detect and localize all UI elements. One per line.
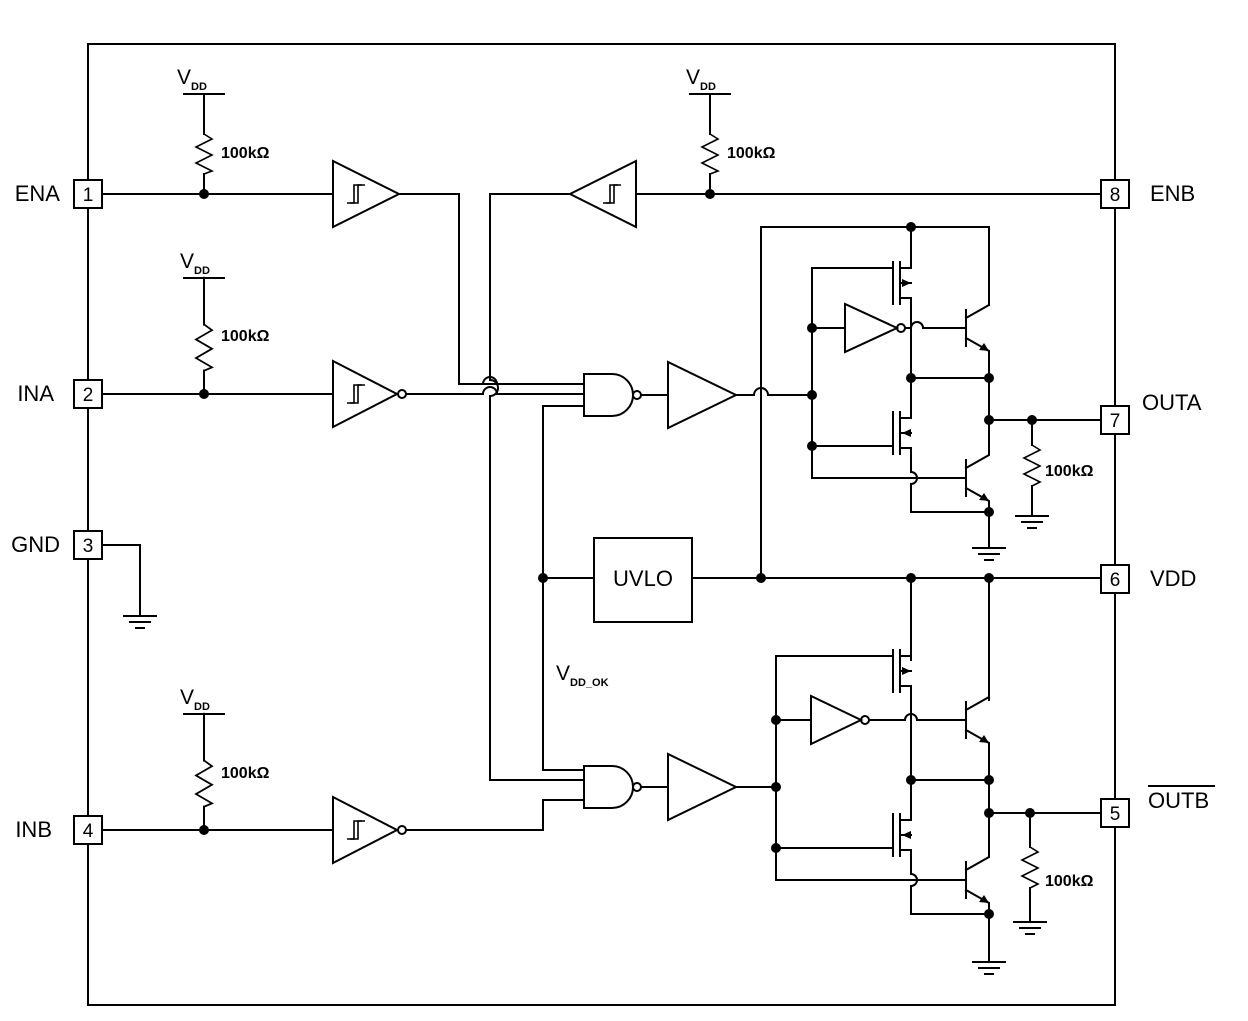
pullup-inb: VDD 100kΩ <box>180 686 270 835</box>
schmitt-inverter-ina <box>332 359 407 429</box>
driver-buffer-a <box>667 360 739 430</box>
output-stage-a: 100kΩ <box>807 226 1102 561</box>
pullup-ena: VDD 100kΩ <box>177 66 270 199</box>
pin-name: VDD <box>1150 566 1196 591</box>
pin-1-ena: 1 ENA <box>15 179 103 209</box>
pin-7-outa: 7 OUTA <box>1100 390 1202 435</box>
resistor-value: 100kΩ <box>221 765 270 782</box>
ground-symbol <box>123 615 157 629</box>
pin-name: OUTB <box>1148 788 1209 813</box>
pin-2-ina: 2 INA <box>17 379 103 409</box>
pin-number: 8 <box>1110 185 1121 206</box>
gnd-wire <box>101 544 141 615</box>
uvlo-label: UVLO <box>613 566 673 591</box>
pin-name: INA <box>17 381 54 406</box>
pin-number: 3 <box>83 536 94 557</box>
driver-buffer-b <box>667 752 739 822</box>
pin-number: 7 <box>1110 411 1121 432</box>
nand-gate-b <box>583 765 642 809</box>
vdd-label: VDD <box>180 250 210 277</box>
pin-name: GND <box>11 532 60 557</box>
package-outline <box>87 43 1116 1006</box>
schmitt-buffer-enb <box>567 159 637 229</box>
resistor-value: 100kΩ <box>221 328 270 345</box>
pin-4-inb: 4 INB <box>15 815 103 845</box>
pin-number: 6 <box>1110 570 1121 591</box>
vdd-label: VDD <box>177 66 207 93</box>
resistor-value: 100kΩ <box>221 145 270 162</box>
pin-name: ENB <box>1150 181 1195 206</box>
pin-3-gnd: 3 GND <box>11 530 103 560</box>
pin-number: 2 <box>83 385 94 406</box>
vdd-label: VDD <box>180 686 210 713</box>
pin-number: 4 <box>83 821 94 842</box>
output-stage-b: 100kΩ <box>771 577 1102 975</box>
pin-8-enb: 8 ENB <box>1100 179 1195 209</box>
pin-number: 5 <box>1110 804 1121 825</box>
pin-number: 1 <box>83 185 94 206</box>
nand-gate-a <box>583 373 642 417</box>
pin-5-outb: 5 OUTB <box>1100 785 1215 828</box>
resistor-value: 100kΩ <box>1045 463 1094 480</box>
schmitt-inverter-inb <box>332 795 407 865</box>
vdd-label: VDD <box>686 66 716 93</box>
vdd-ok-label: VDD_OK <box>556 662 609 689</box>
pullup-enb: VDD 100kΩ <box>686 66 776 199</box>
pin-name: ENA <box>15 181 61 206</box>
resistor-value: 100kΩ <box>1045 873 1094 890</box>
resistor-value: 100kΩ <box>727 145 776 162</box>
uvlo-block: UVLO <box>593 537 693 623</box>
pin-name: OUTA <box>1142 390 1202 415</box>
schmitt-buffer-ena <box>332 159 402 229</box>
pin-name: INB <box>15 817 52 842</box>
pullup-ina: VDD 100kΩ <box>180 250 270 399</box>
pin-6-vdd: 6 VDD <box>1100 564 1196 594</box>
